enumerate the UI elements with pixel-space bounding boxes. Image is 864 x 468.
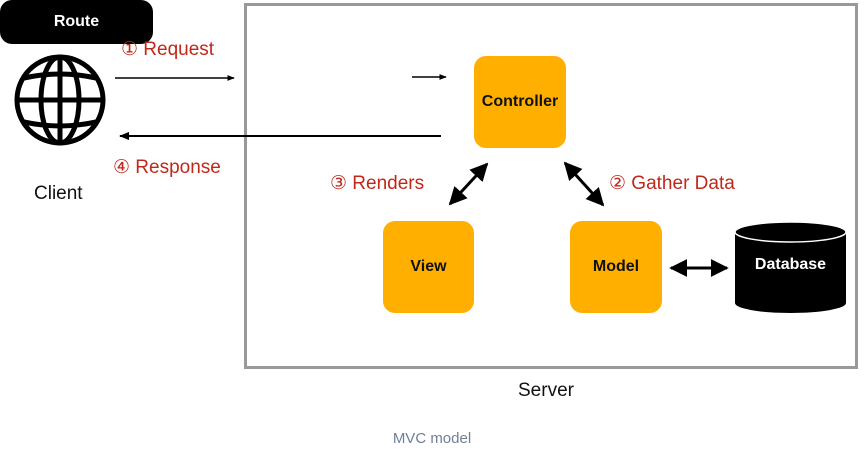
model-label: Model bbox=[592, 258, 640, 275]
database-icon bbox=[734, 221, 847, 313]
controller-label: Controller bbox=[481, 93, 559, 110]
controller-model-arrow bbox=[563, 161, 605, 207]
model-node: Model bbox=[570, 221, 662, 313]
server-label: Server bbox=[518, 380, 574, 401]
gather-data-label: ② Gather Data bbox=[609, 173, 735, 194]
route-node: Route bbox=[0, 0, 153, 44]
route-label: Route bbox=[53, 13, 100, 30]
globe-icon bbox=[14, 54, 106, 146]
view-label: View bbox=[410, 258, 447, 275]
request-label: ① Request bbox=[121, 39, 215, 60]
database-label: Database bbox=[754, 256, 827, 273]
response-label: ④ Response bbox=[113, 157, 221, 178]
figure-caption: MVC model bbox=[392, 430, 472, 447]
controller-view-arrow bbox=[448, 162, 489, 206]
view-node: View bbox=[383, 221, 474, 313]
client-label: Client bbox=[34, 183, 83, 204]
controller-node: Controller bbox=[474, 56, 566, 148]
renders-label: ③ Renders bbox=[330, 173, 425, 194]
